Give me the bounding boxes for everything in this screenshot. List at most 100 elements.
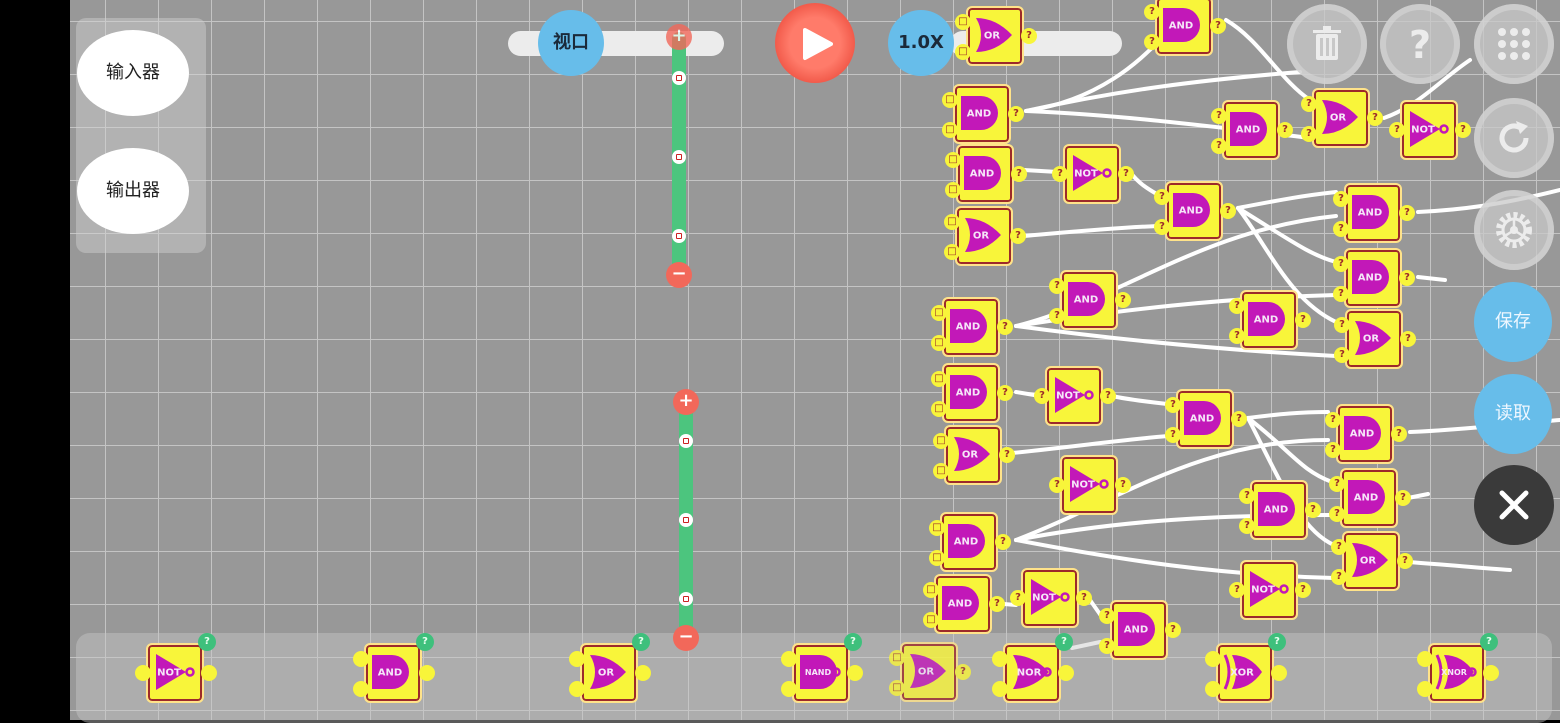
logic-gate-and[interactable]: AND□□? <box>942 84 1024 144</box>
logic-gate-xnor[interactable]: XNOR???? <box>1417 633 1499 703</box>
input-pin[interactable]: □ <box>944 214 960 230</box>
input-pin[interactable]: ? <box>1154 189 1170 205</box>
input-pin[interactable]: ? <box>1205 651 1221 667</box>
slider-plus-button[interactable]: + <box>673 389 699 415</box>
logic-gate-and[interactable]: AND??? <box>1211 100 1293 160</box>
input-pin[interactable]: □ <box>931 371 947 387</box>
output-pin[interactable]: ? <box>1367 110 1383 126</box>
gate-help-badge[interactable]: ? <box>844 633 862 651</box>
output-pin[interactable]: ? <box>1399 205 1415 221</box>
output-pin[interactable]: ? <box>995 534 1011 550</box>
logic-gate-or[interactable]: OR???? <box>569 633 651 703</box>
slider-minus-button[interactable]: − <box>666 262 692 288</box>
logic-gate-or[interactable]: OR??? <box>1301 88 1383 148</box>
input-pin[interactable]: ? <box>1144 34 1160 50</box>
input-pin[interactable]: ? <box>1052 166 1068 182</box>
logic-gate-and[interactable]: AND??? <box>1099 600 1181 660</box>
gate-help-badge[interactable]: ? <box>1055 633 1073 651</box>
logic-gate-xor[interactable]: XOR???? <box>1205 633 1287 703</box>
logic-gate-not[interactable]: NOT?? <box>1010 568 1092 628</box>
logic-gate-and[interactable]: AND??? <box>1049 270 1131 330</box>
input-pin[interactable]: □ <box>945 152 961 168</box>
gate-help-badge[interactable]: ? <box>198 633 216 651</box>
output-pin[interactable]: ? <box>1391 426 1407 442</box>
slider-knob[interactable] <box>672 71 686 85</box>
input-pin[interactable]: ? <box>1333 221 1349 237</box>
input-pin[interactable]: ? <box>1099 638 1115 654</box>
output-pin[interactable]: ? <box>1400 331 1416 347</box>
output-pin[interactable]: ? <box>997 385 1013 401</box>
menu-button[interactable] <box>1474 4 1554 84</box>
output-pin[interactable]: ? <box>1118 166 1134 182</box>
input-pin[interactable]: ? <box>1049 278 1065 294</box>
input-pin[interactable]: ? <box>1144 4 1160 20</box>
logic-gate-not[interactable]: NOT?? <box>1049 455 1131 515</box>
logic-gate-and[interactable]: AND??? <box>1239 480 1321 540</box>
input-pin[interactable]: ? <box>1099 608 1115 624</box>
input-pin[interactable]: ? <box>353 681 369 697</box>
input-pin[interactable]: ? <box>1417 681 1433 697</box>
gate-help-badge[interactable]: ? <box>632 633 650 651</box>
input-pin[interactable]: ? <box>1211 138 1227 154</box>
output-pin[interactable]: ? <box>1305 502 1321 518</box>
logic-gate-and[interactable]: AND??? <box>1154 181 1236 241</box>
output-pin[interactable]: ? <box>1395 490 1411 506</box>
output-pin[interactable]: ? <box>1271 665 1287 681</box>
output-pin[interactable]: ? <box>1399 270 1415 286</box>
logic-gate-and[interactable]: AND??? <box>1329 468 1411 528</box>
reset-button[interactable] <box>1474 98 1554 178</box>
input-pin[interactable]: □ <box>933 433 949 449</box>
slider-knob[interactable] <box>679 513 693 527</box>
input-pin[interactable]: ? <box>1329 506 1345 522</box>
input-pin[interactable]: ? <box>992 651 1008 667</box>
output-pin[interactable]: ? <box>1231 411 1247 427</box>
output-pin[interactable]: ? <box>1008 106 1024 122</box>
output-pin[interactable]: ? <box>1483 665 1499 681</box>
logic-gate-not[interactable]: NOT?? <box>1034 366 1116 426</box>
logic-gate-and[interactable]: AND??? <box>1333 248 1415 308</box>
logic-gate-or[interactable]: OR□□? <box>955 6 1037 66</box>
logic-gate-or[interactable]: OR□□? <box>944 206 1026 266</box>
output-pin[interactable]: ? <box>1058 665 1074 681</box>
delete-button[interactable] <box>1287 4 1367 84</box>
input-pin[interactable]: ? <box>1331 539 1347 555</box>
input-pin[interactable]: ? <box>1229 298 1245 314</box>
input-pin[interactable]: ? <box>569 681 585 697</box>
input-pin[interactable]: □ <box>945 182 961 198</box>
input-pin[interactable]: ? <box>135 665 151 681</box>
output-pin[interactable]: ? <box>1455 122 1471 138</box>
input-pin[interactable]: □ <box>942 92 958 108</box>
load-button[interactable]: 读取 <box>1474 374 1552 454</box>
logic-gate-or[interactable]: OR??? <box>1331 531 1413 591</box>
gate-help-badge[interactable]: ? <box>1480 633 1498 651</box>
output-pin[interactable]: ? <box>1010 228 1026 244</box>
output-pin[interactable]: ? <box>201 665 217 681</box>
logic-gate-and[interactable]: AND□□? <box>931 363 1013 423</box>
input-pin[interactable]: □ <box>923 612 939 628</box>
output-pin[interactable]: ? <box>1011 166 1027 182</box>
input-pin[interactable]: ? <box>353 651 369 667</box>
output-pin[interactable]: ? <box>1100 388 1116 404</box>
input-pin[interactable]: □ <box>942 122 958 138</box>
input-pin[interactable]: ? <box>1325 442 1341 458</box>
output-pin[interactable]: ? <box>1076 590 1092 606</box>
input-pin[interactable]: □ <box>929 520 945 536</box>
input-pin[interactable]: ? <box>1333 256 1349 272</box>
input-pin[interactable]: ? <box>1034 388 1050 404</box>
speed-slider-handle[interactable]: 1.0X <box>888 10 954 76</box>
logic-gate-and[interactable]: AND??? <box>1165 389 1247 449</box>
input-pin[interactable]: □ <box>931 401 947 417</box>
input-pin[interactable]: ? <box>1325 412 1341 428</box>
output-pin[interactable]: ? <box>997 319 1013 335</box>
logic-gate-and[interactable]: AND???? <box>353 633 435 703</box>
logic-gate-and[interactable]: AND??? <box>1229 290 1311 350</box>
input-pin[interactable]: ? <box>1229 328 1245 344</box>
logic-gate-not[interactable]: NOT?? <box>1389 100 1471 160</box>
slider-knob[interactable] <box>679 434 693 448</box>
logic-gate-not[interactable]: NOT??? <box>135 633 217 703</box>
input-pin[interactable]: ? <box>1165 397 1181 413</box>
output-pin[interactable]: ? <box>419 665 435 681</box>
input-pin[interactable]: ? <box>1334 347 1350 363</box>
input-pin[interactable]: ? <box>1389 122 1405 138</box>
settings-button[interactable] <box>1474 190 1554 270</box>
